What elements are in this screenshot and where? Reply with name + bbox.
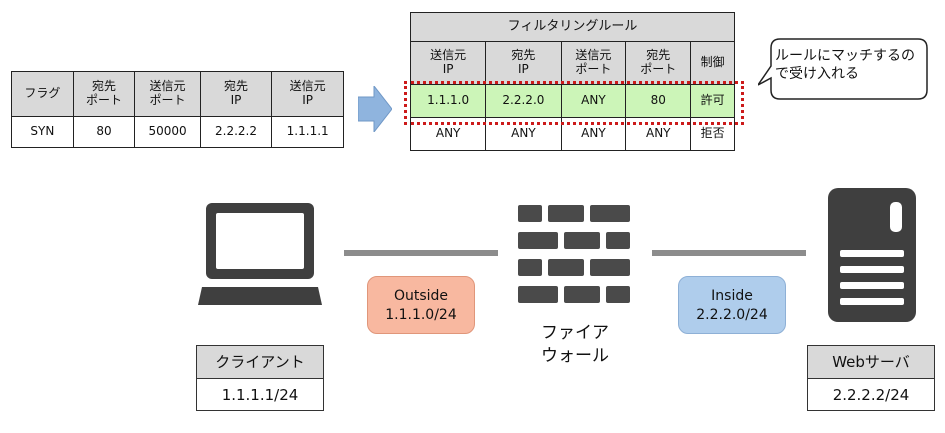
match-highlight-frame [404,81,744,125]
inside-net: 2.2.2.0/24 [696,307,768,323]
rule-row-allow: 1.1.1.0 2.2.2.0 ANY 80 許可 [409,84,735,118]
inside-link-line [652,250,806,256]
rule-col-dst-ip: 宛先 IP [485,41,562,85]
packet-src-port-value: 50000 [134,116,201,148]
server-ip: 2.2.2.2/24 [832,386,910,404]
rule-col-src-port-label: 送信元 ポート [575,48,612,76]
rule-col-dst-port: 宛先 ポート [625,41,692,85]
callout-text: ルールにマッチするので受け入れる [775,48,915,82]
packet-col-dst-port-label: 宛先 ポート [86,79,123,107]
rule-col-action: 制御 [690,41,735,85]
client-title: クライアント [197,346,323,379]
inside-network-label: Inside 2.2.2.0/24 [678,276,786,334]
outside-net: 1.1.1.0/24 [385,307,457,323]
rule-table-title: フィルタリングルール [410,12,735,42]
packet-col-dst-ip-label: 宛先 IP [224,79,249,107]
rule-col-dst-ip-label: 宛先 IP [511,48,536,76]
rule-cell: 2.2.2.0 [485,84,562,118]
client-ip: 1.1.1.1/24 [221,386,299,404]
server-icon [828,188,916,322]
firewall-icon [518,205,630,303]
packet-col-src-port-label: 送信元 ポート [149,79,186,107]
packet-col-src-port: 送信元 ポート [134,71,201,117]
firewall-label: ファイア ウォール [541,323,609,366]
server-label-box: Webサーバ 2.2.2.2/24 [807,345,935,411]
rule-col-dst-port-label: 宛先 ポート [640,48,677,76]
inside-name: Inside [711,288,753,304]
rule-col-src-ip-label: 送信元 IP [430,48,467,76]
packet-dst-ip-value: 2.2.2.2 [199,116,273,148]
filtering-rule-table: フィルタリングルール 送信元 IP 宛先 IP 送信元 ポート 宛先 ポート 制… [409,12,735,151]
packet-col-dst-port: 宛先 ポート [72,71,136,117]
packet-col-flag: フラグ [11,71,74,117]
rule-cell: 許可 [690,84,735,118]
callout-bubble [758,38,928,100]
rule-cell: 80 [625,84,692,118]
packet-col-src-ip-label: 送信元 IP [289,79,326,107]
rule-col-src-ip: 送信元 IP [409,41,487,85]
outside-name: Outside [393,288,449,304]
client-label-box: クライアント 1.1.1.1/24 [196,345,324,411]
packet-dst-port-value: 80 [72,116,136,148]
rule-cell: 1.1.1.0 [409,84,487,118]
packet-col-dst-ip: 宛先 IP [199,71,273,117]
right-arrow-icon [358,86,392,132]
packet-src-ip-value: 1.1.1.1 [271,116,344,148]
packet-flag-value: SYN [11,116,74,148]
laptop-icon [198,203,322,305]
server-title: Webサーバ [808,346,934,379]
outside-network-label: Outside 1.1.1.0/24 [367,276,475,334]
rule-col-src-port: 送信元 ポート [560,41,627,85]
outside-link-line [344,250,498,256]
packet-header-table: フラグ 宛先 ポート 送信元 ポート 宛先 IP 送信元 IP SYN 80 5… [11,71,344,148]
packet-col-src-ip: 送信元 IP [271,71,344,117]
